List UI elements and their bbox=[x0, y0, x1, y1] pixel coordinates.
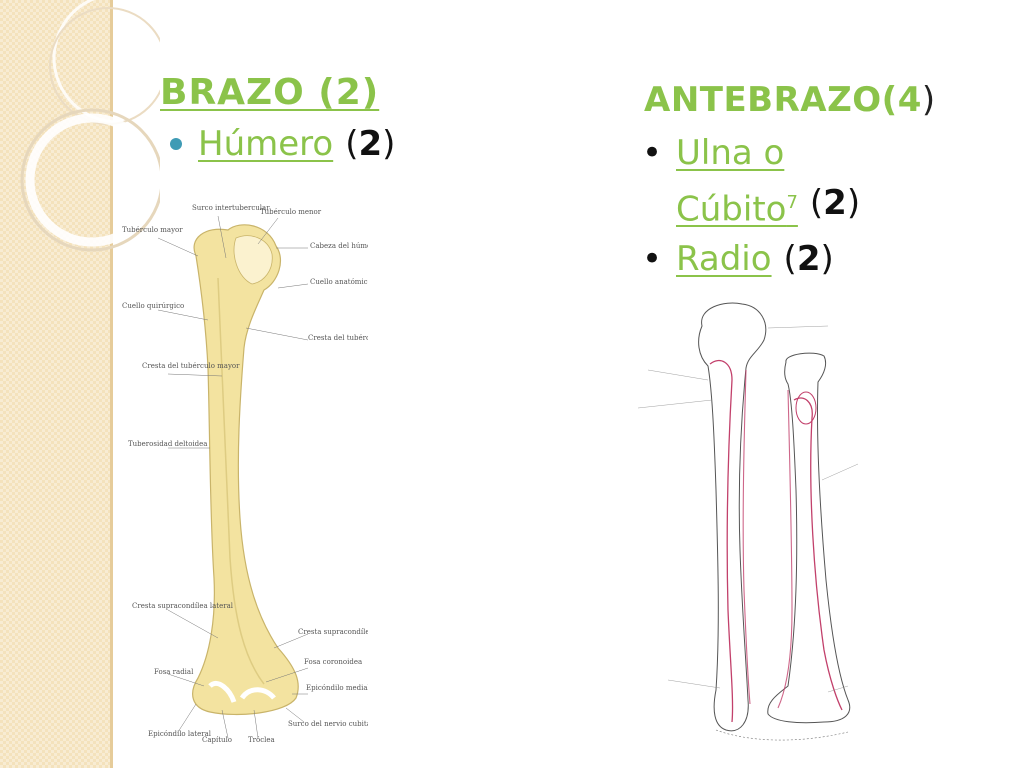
label-tuberculo-mayor: Tubérculo mayor bbox=[122, 226, 183, 234]
ulna-count: (2) bbox=[809, 183, 861, 223]
label-fosa-coronoidea: Fosa coronoidea bbox=[304, 658, 362, 666]
label-cabeza-humero: Cabeza del húmero bbox=[310, 242, 368, 250]
bullet-dot-icon bbox=[170, 138, 182, 150]
radio-link[interactable]: Radio bbox=[676, 239, 772, 280]
label-surco-intertubercular: Surco intertubercular bbox=[192, 204, 270, 212]
label-cresta-supracondilea-medial: Cresta supracondílea medial bbox=[298, 628, 368, 636]
bullet-icon: • bbox=[642, 239, 663, 280]
humerus-bullet: Húmero (2) bbox=[170, 124, 395, 164]
list-item-radius: • Radio (2) bbox=[642, 234, 860, 284]
label-cresta-supracondilea-lateral: Cresta supracondílea lateral bbox=[132, 602, 234, 610]
label-epicondilo-medial: Epicóndilo medial bbox=[306, 684, 368, 692]
forearm-heading: ANTEBRAZO(4) bbox=[644, 80, 936, 120]
side-strip-edge bbox=[110, 0, 113, 768]
ulna-link-line1[interactable]: Ulna o bbox=[676, 133, 785, 173]
label-epicondilo-lateral: Epicóndilo lateral bbox=[148, 730, 212, 738]
label-cresta-tuberculo-mayor: Cresta del tubérculo mayor bbox=[142, 362, 240, 370]
humerus-illustration: Tubérculo mayor Surco intertubercular Tu… bbox=[122, 204, 368, 744]
arm-heading: BRAZO (2) bbox=[160, 72, 380, 113]
cubito-link[interactable]: Cúbito7 bbox=[676, 189, 798, 230]
label-surco-nervio-cubital: Surco del nervio cubital bbox=[288, 720, 368, 728]
list-item-ulna-continued: Cúbito7 (2) bbox=[676, 178, 860, 234]
label-cuello-anatomico: Cuello anatómico bbox=[310, 278, 368, 286]
ulna-bone-shape bbox=[698, 302, 767, 732]
humerus-link[interactable]: Húmero bbox=[198, 124, 334, 164]
label-fosa-radial: Fosa radial bbox=[154, 668, 194, 676]
decorative-rings bbox=[20, 0, 160, 252]
label-capitulo: Capítulo bbox=[202, 736, 232, 744]
list-item-ulna: • Ulna o bbox=[642, 128, 860, 178]
bullet-icon: • bbox=[642, 133, 663, 173]
humerus-count: (2) bbox=[345, 124, 396, 164]
forearm-illustration bbox=[637, 302, 859, 741]
humerus-bone-shape bbox=[192, 224, 299, 716]
label-cuello-quirurgico: Cuello quirúrgico bbox=[122, 302, 184, 310]
label-tuberculo-menor: Tubérculo menor bbox=[260, 208, 322, 216]
label-tuberosidad-deltoidea: Tuberosidad deltoidea bbox=[128, 440, 207, 448]
forearm-bone-list: • Ulna o Cúbito7 (2) • Radio (2) bbox=[642, 128, 860, 284]
radius-bone-shape bbox=[767, 352, 851, 724]
radio-count: (2) bbox=[783, 239, 834, 280]
label-troclea: Tróclea bbox=[248, 736, 275, 744]
label-cresta-tuberculo-menor: Cresta del tubérculo menor bbox=[308, 334, 368, 342]
